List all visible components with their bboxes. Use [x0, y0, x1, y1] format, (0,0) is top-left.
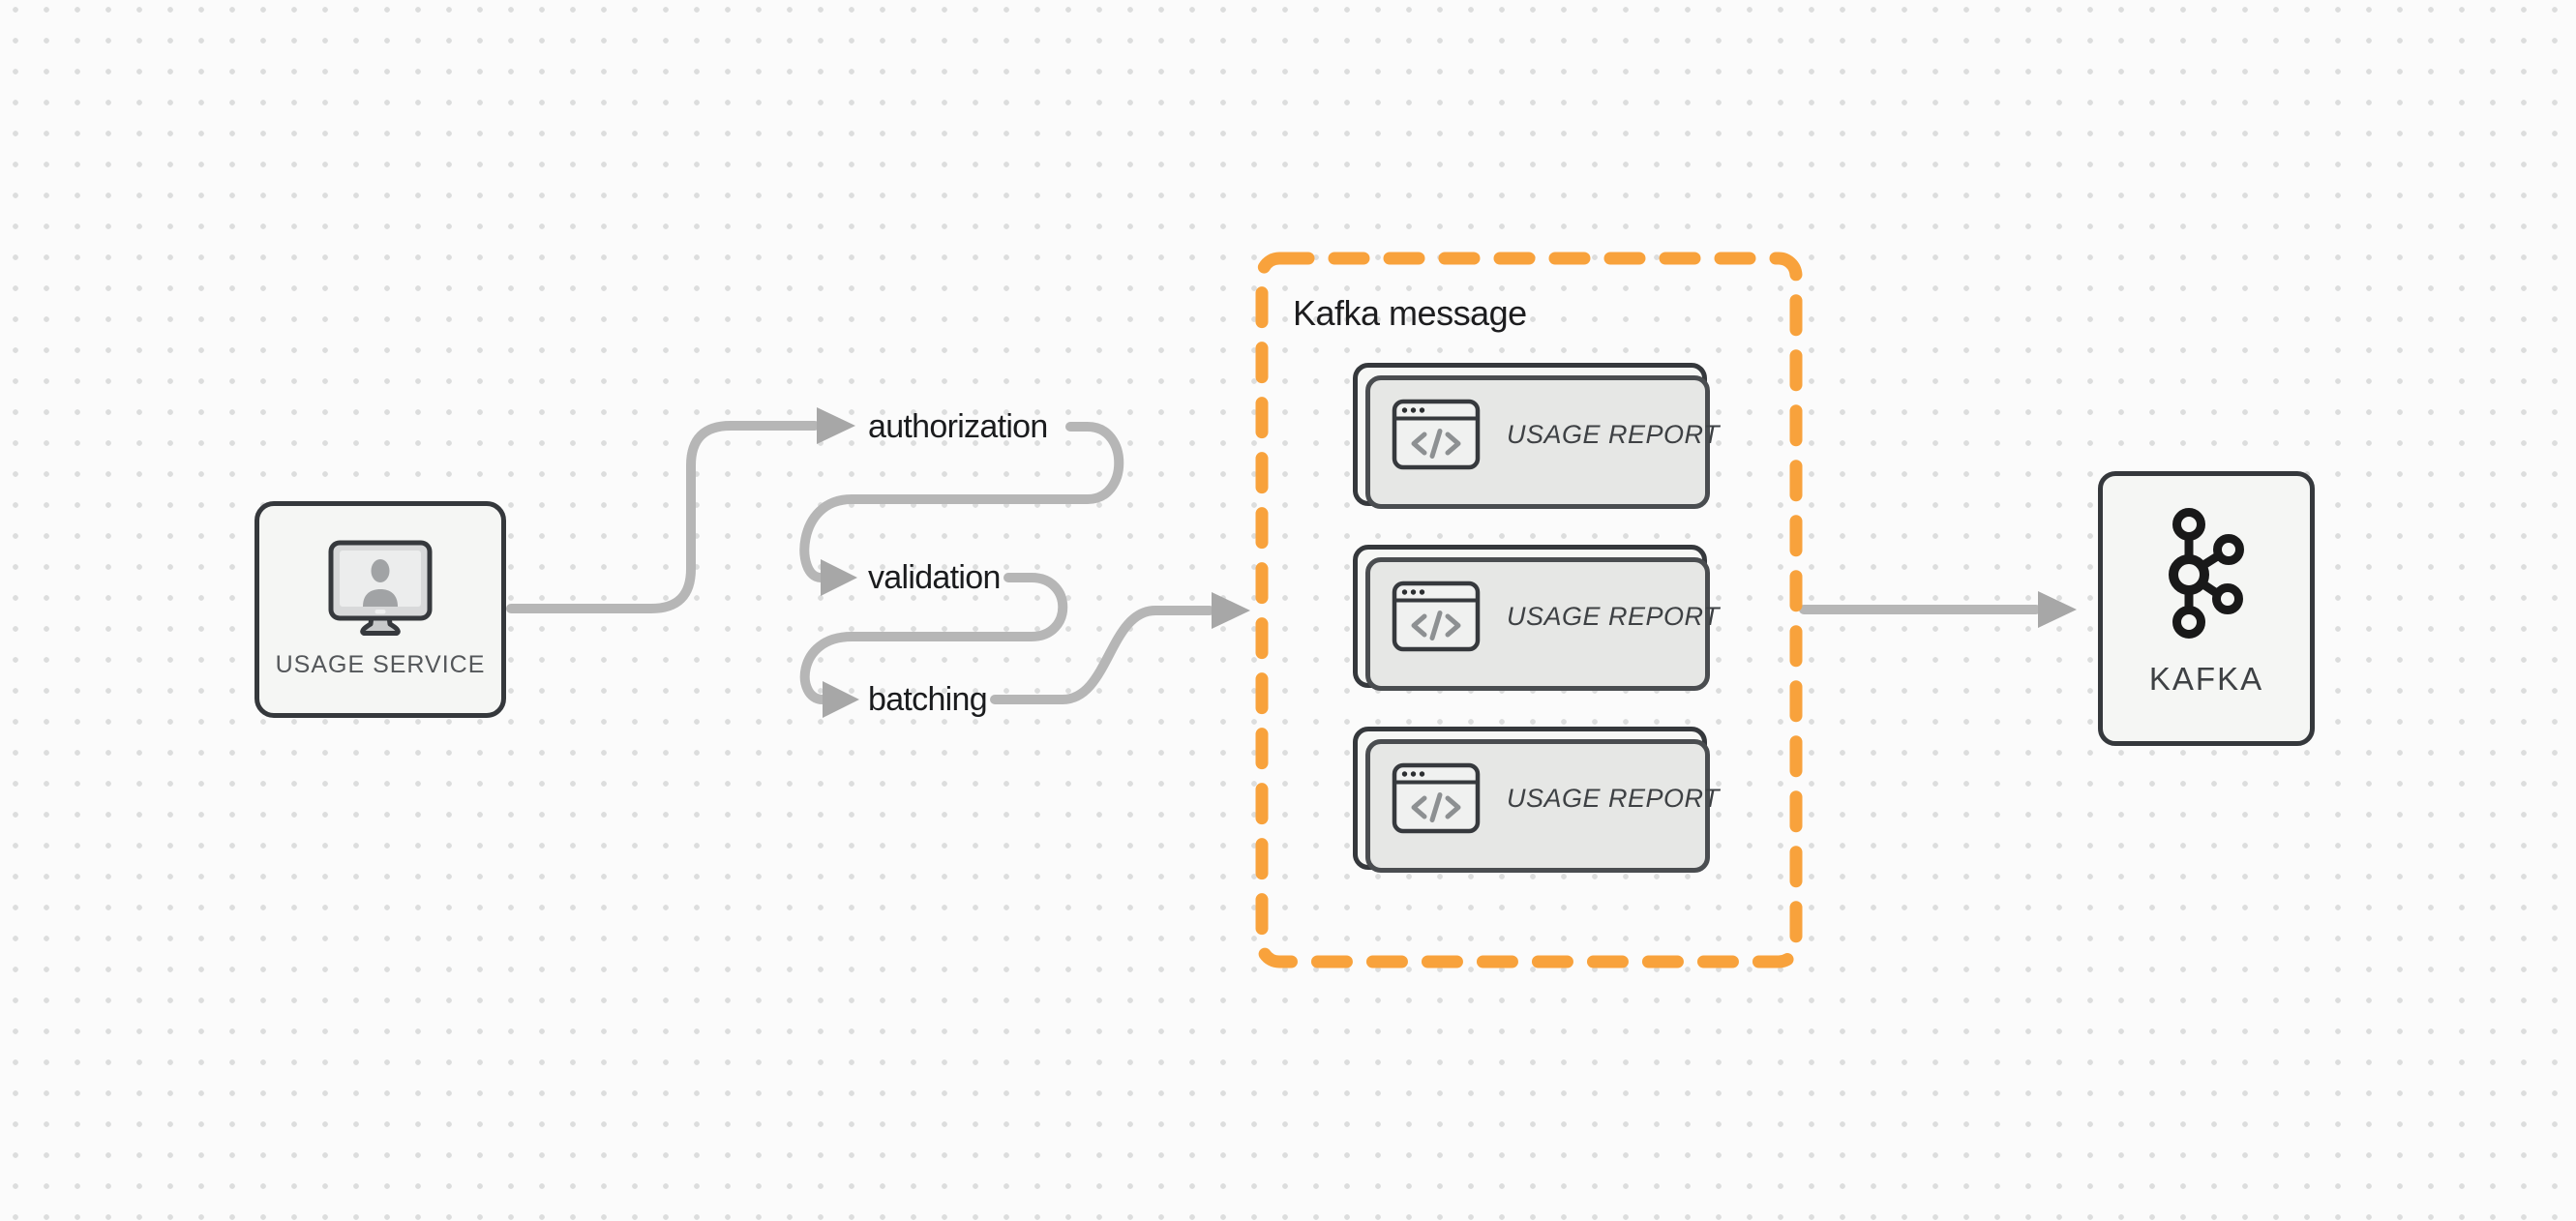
usage-report-card: USAGE REPORT: [1353, 363, 1720, 509]
usage-report-label: USAGE REPORT: [1507, 419, 1721, 449]
arrowhead-validation: [821, 559, 857, 596]
arrowhead-into-kafka: [2038, 591, 2077, 628]
arrowhead-batching: [823, 681, 859, 718]
code-window-icon: [1392, 399, 1481, 470]
usage-report-label: USAGE REPORT: [1507, 783, 1721, 813]
user-shoulders: [363, 589, 398, 607]
kafka-logo-icon: [2169, 508, 2244, 639]
usage-service-label: USAGE SERVICE: [275, 651, 486, 678]
flow-step-batching: batching: [868, 681, 988, 718]
usage-report-card: USAGE REPORT: [1353, 545, 1720, 691]
flow-step-validation: validation: [868, 559, 1001, 596]
arrowhead-authorization: [817, 407, 855, 444]
usage-report-label: USAGE REPORT: [1507, 601, 1721, 631]
monitor-notch: [374, 610, 386, 614]
wire-batching-to-group: [990, 606, 1214, 704]
kafka-message-group-title: Kafka message: [1293, 293, 1527, 333]
wire-service-to-authorization: [506, 421, 820, 613]
usage-report-card: USAGE REPORT: [1353, 727, 1720, 873]
wire-authorization-to-validation: [799, 422, 1124, 582]
kafka-message-group-border: [1255, 252, 1803, 968]
usage-service-node: USAGE SERVICE: [255, 501, 506, 718]
flow-step-authorization: authorization: [868, 408, 1048, 445]
kafka-label: KAFKA: [2148, 661, 2264, 697]
wire-validation-to-batching: [799, 573, 1068, 704]
arrowhead-into-group: [1212, 592, 1250, 629]
monitor-user-icon: [328, 540, 433, 636]
code-window-icon: [1392, 581, 1481, 652]
kafka-node: KAFKA: [2098, 471, 2315, 746]
code-window-icon: [1392, 762, 1481, 834]
user-head: [371, 559, 390, 582]
